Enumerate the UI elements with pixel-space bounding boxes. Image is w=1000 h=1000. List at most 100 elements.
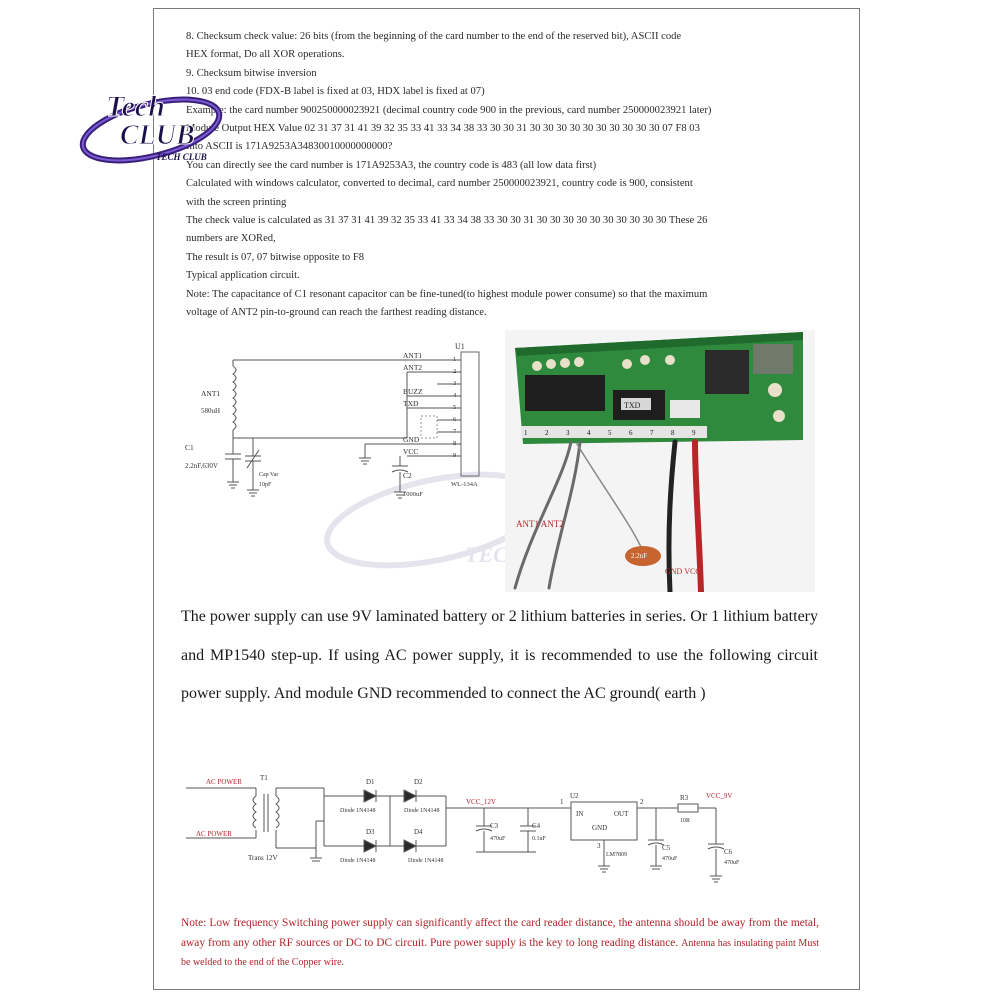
regulator-label: LM7809: [606, 852, 627, 858]
spec-line: 8. Checksum check value: 26 bits (from t…: [186, 31, 682, 42]
pin-number: 8: [453, 440, 456, 447]
diode-d4-value: Diode 1N4148: [408, 858, 444, 864]
spec-line: numbers are XORed,: [186, 233, 276, 245]
c6-value: 470uF: [724, 860, 740, 866]
u2-label: U2: [570, 792, 579, 800]
trim-cap-value: 10pF: [259, 482, 272, 488]
schematic-labels: ANT1 ANT2 BUZZ TXD GND VCC 1 2 3 4 5 6 7…: [185, 351, 478, 498]
in-label: IN: [576, 810, 583, 818]
r3-label: R3: [680, 794, 689, 802]
c2-value: 1000uF: [403, 491, 423, 498]
pin-number: 4: [453, 392, 457, 399]
spec-line: voltage of ANT2 pin-to-ground can reach …: [186, 307, 487, 319]
diode-d4: [403, 839, 418, 853]
diode-d1-value: Diode 1N4148: [340, 808, 376, 814]
module-schematic: U1: [225, 342, 480, 499]
c2-label: C2: [403, 471, 412, 480]
pin-number: 7: [453, 428, 457, 435]
vcc12-label: VCC_12V: [466, 798, 496, 806]
c4-label: C4: [532, 822, 541, 830]
spec-line: Typical application circuit.: [186, 270, 300, 282]
diode-d2: [403, 789, 418, 803]
pin-ant2-label: ANT2: [403, 363, 422, 372]
vcc9-label: VCC_9V: [706, 792, 732, 800]
c3-value: 470uF: [490, 836, 506, 842]
spec-line: with the screen printing: [186, 196, 287, 208]
diode-d3-value: Diode 1N4148: [340, 858, 376, 864]
t1-label: T1: [260, 774, 268, 782]
spec-line: Into ASCII is 171A9253A34830010000000000…: [186, 141, 393, 153]
d1-label: D1: [366, 778, 375, 786]
capacitor-photo: [625, 546, 661, 566]
diode-d1: [363, 789, 378, 803]
ac-power-top-label: AC POWER: [206, 778, 242, 786]
c1-label: C1: [185, 443, 194, 452]
c3-label: C3: [490, 822, 499, 830]
pin1-label: 1: [560, 798, 564, 806]
vcc-wire: [692, 439, 704, 592]
pin-number: 1: [453, 356, 456, 363]
photo-pin-number: 9: [692, 429, 696, 437]
trim-cap-label: Cap Var: [259, 472, 278, 478]
pin-number: 2: [453, 368, 456, 375]
transformer-secondary: [275, 795, 280, 829]
logo-line2: CLUB: [120, 120, 195, 151]
c1-value: 2.2nF,630V: [185, 462, 218, 470]
photo-pin-number: 4: [587, 429, 591, 437]
photo-pin-number: 5: [608, 429, 612, 437]
module-wiring-diagram: U1 ANT1 ANT2 BUZZ: [185, 330, 815, 592]
pin-number: 9: [453, 452, 456, 459]
photo-pin-number: 6: [629, 429, 633, 437]
pin-ant1-label: ANT1: [403, 351, 422, 360]
spec-line: You can directly see the card number is …: [186, 159, 597, 171]
pin-vcc-label: VCC: [403, 447, 418, 456]
spec-line: HEX format, Do all XOR operations.: [186, 49, 345, 61]
d3-label: D3: [366, 828, 375, 836]
note-text: Note: Low frequency Switching power supp…: [181, 917, 819, 949]
c5-label: C5: [662, 844, 671, 852]
ic-chip: [705, 350, 749, 394]
gnd-wire: [666, 439, 678, 592]
spec-line: The check value is calculated as 31 37 3…: [186, 215, 708, 227]
diode-d2-value: Diode 1N4148: [404, 808, 440, 814]
photo-pin-number: 8: [671, 429, 675, 437]
power-note: Note: Low frequency Switching power supp…: [181, 914, 819, 973]
c5-value: 470uF: [662, 856, 678, 862]
ac-power-bottom-label: AC POWER: [196, 830, 232, 838]
spec-line: Calculated with windows calculator, conv…: [186, 178, 693, 190]
pin2-label: 2: [640, 798, 644, 806]
antenna-coil: [232, 365, 237, 431]
spec-line: 10. 03 end code (FDX-B label is fixed at…: [186, 86, 485, 98]
spec-line: Note: The capacitance of C1 resonant cap…: [186, 288, 708, 300]
photo-pin-number: 3: [566, 429, 570, 437]
pin-number: 3: [453, 380, 456, 387]
power-supply-schematic: AC POWER AC POWER T1 Trans 12V D1 D2 D3 …: [186, 774, 740, 883]
logo-tagline: TECH CLUB: [156, 152, 207, 162]
out-label: OUT: [614, 810, 629, 818]
ant1-value: 580uH: [201, 407, 220, 415]
transformer-primary: [252, 795, 257, 829]
u1-label: U1: [455, 342, 465, 351]
cap-photo-label: 2.2nF: [631, 552, 647, 560]
spec-line: 9. Checksum bitwise inversion: [186, 67, 317, 79]
r3-value: 10R: [680, 818, 690, 824]
d4-label: D4: [414, 828, 423, 836]
diode-d3: [363, 839, 378, 853]
u1-connector: [460, 351, 480, 477]
d2-label: D2: [414, 778, 423, 786]
tech-club-logo: Tech CLUB TECH CLUB: [79, 90, 223, 164]
spec-line: Module Output HEX Value 02 31 37 31 41 3…: [186, 123, 700, 135]
txd-label: TXD: [624, 401, 641, 410]
gnd-label: GND: [592, 824, 607, 832]
spec-line: Example: the card number 900250000023921…: [186, 104, 712, 116]
u2-regulator: [570, 801, 638, 841]
ant1-wire: [513, 440, 573, 590]
pin3-label: 3: [597, 842, 601, 850]
photo-pin-number: 7: [650, 429, 654, 437]
pin-buzz-label: BUZZ: [403, 387, 423, 396]
c6-label: C6: [724, 848, 733, 856]
logo-line1: Tech: [106, 90, 165, 123]
ant1-label: ANT1: [201, 389, 220, 398]
pin-gnd-label: GND: [403, 435, 420, 444]
pin-number: 6: [453, 416, 457, 423]
